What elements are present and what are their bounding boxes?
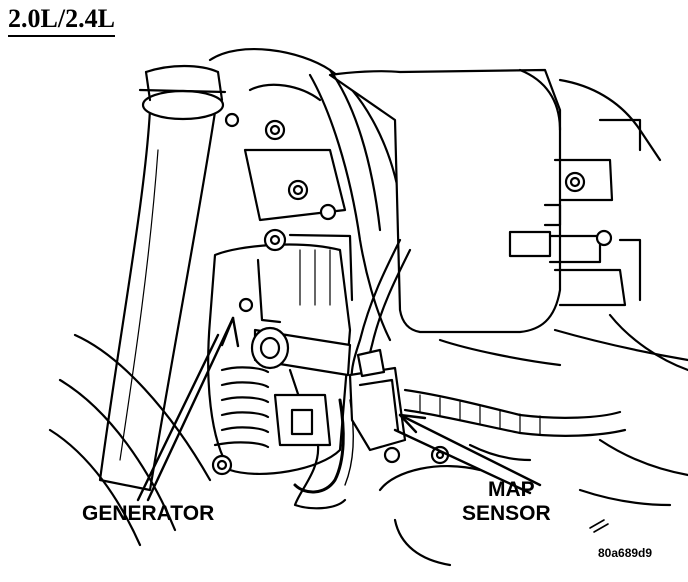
lower-right-components bbox=[378, 328, 688, 567]
lower-hoses bbox=[48, 333, 212, 547]
figure-code: 80a689d9 bbox=[598, 546, 653, 560]
map-callout-label: MAP bbox=[488, 478, 535, 501]
map-sensor-shape bbox=[348, 348, 450, 465]
generator-callout-label: GENERATOR bbox=[82, 502, 215, 525]
intake-housing bbox=[308, 68, 688, 372]
upper-hose bbox=[98, 64, 227, 492]
sensor-callout-label: SENSOR bbox=[462, 502, 551, 525]
engine-block bbox=[208, 48, 402, 222]
corner-mark bbox=[589, 519, 609, 533]
engine-label: 2.0L/2.4L bbox=[8, 4, 115, 37]
throttle-body bbox=[250, 326, 352, 510]
callout-arrows bbox=[136, 316, 542, 502]
